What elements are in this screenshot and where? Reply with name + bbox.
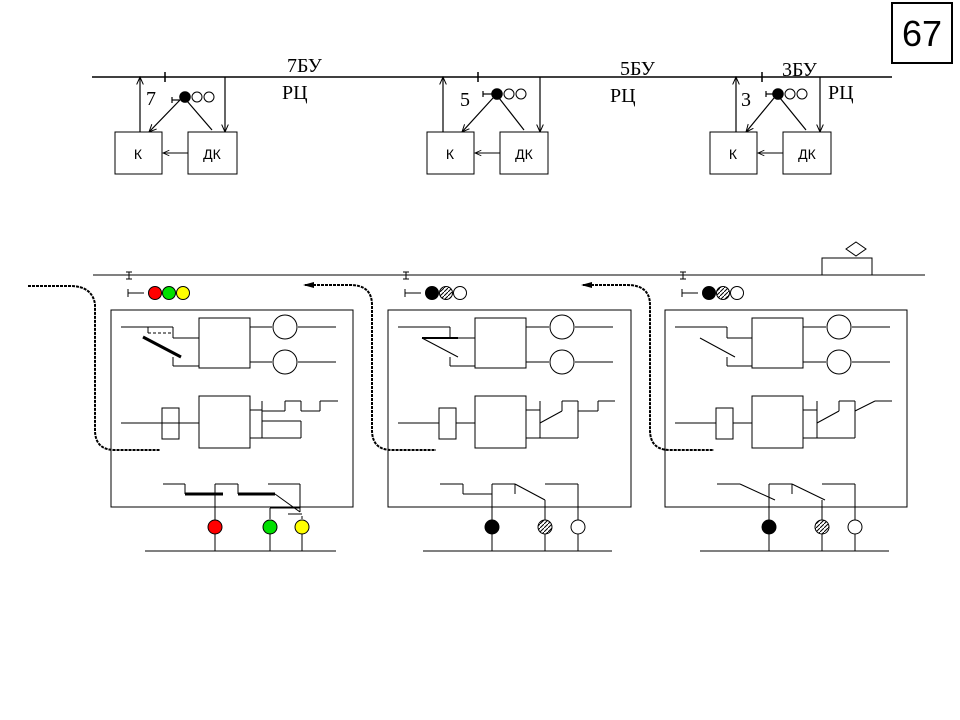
lamp-icon [484,519,500,535]
lamp-icon [262,519,278,535]
top-scheme-labels: 7БУ 5БУ 3БУ РЦ РЦ РЦ 7 5 3 [146,55,854,111]
signal-number-7: 7 [146,88,156,110]
signal-aspect-lamp [162,286,176,300]
signal-head-icon [127,286,190,300]
relay-cabinet-2 [387,309,632,520]
signal-aspect-lamp [702,286,716,300]
block-k-label: К [729,146,738,162]
signal-lamp-icon [772,88,784,100]
lamp-icon [294,519,310,535]
lamp-icon [207,519,223,535]
signal-heads [127,286,744,300]
rail-label-5bu: 5БУ [620,58,656,80]
signal-lamp-icon [179,91,191,103]
relay-cabinet-3 [664,309,908,520]
block-k-label: К [134,146,143,162]
signal-number-3: 3 [741,89,751,111]
lamps [207,519,863,535]
block-dk-label: ДК [203,146,221,162]
top-section-3 [709,72,832,175]
page-number: 67 [902,13,942,54]
signal-aspect-lamp [148,286,162,300]
lamp-icon [847,519,863,535]
signal-head-icon [681,286,744,300]
rail-label-7bu: 7БУ [287,55,323,77]
signal-head-icon [404,286,467,300]
dashed-link-3 [583,284,714,451]
signal-aspect-lamp [425,286,439,300]
top-section-5 [426,72,549,175]
page-number-box: 67 [891,2,953,64]
block-k-label: К [446,146,455,162]
circuit-label-3: РЦ [828,82,854,104]
signal-aspect-lamp [453,286,467,300]
lamp-icon [537,519,553,535]
block-dk-label: ДК [798,146,816,162]
relay-cabinet-1 [110,309,354,520]
signal-aspect-lamp [439,286,453,300]
bottom-scheme [28,241,925,552]
top-block-labels: К ДК К ДК К ДК [134,146,817,162]
circuit-label-1: РЦ [282,82,308,104]
signal-aspect-lamp [176,286,190,300]
lamp-icon [761,519,777,535]
lamp-icon [814,519,830,535]
signal-lamp-icon [491,88,503,100]
signal-aspect-lamp [730,286,744,300]
signal-aspect-lamp [716,286,730,300]
signal-number-5: 5 [460,89,470,111]
top-scheme [92,72,892,175]
top-section-7 [114,72,238,175]
rail-label-3bu: 3БУ [782,59,818,81]
track-post-icon [821,241,873,276]
dashed-link-1 [28,285,160,451]
rail-joints [126,271,686,280]
dashed-link-2 [305,284,436,451]
block-dk-label: ДК [515,146,533,162]
lamp-icon [570,519,586,535]
circuit-label-2: РЦ [610,85,636,107]
